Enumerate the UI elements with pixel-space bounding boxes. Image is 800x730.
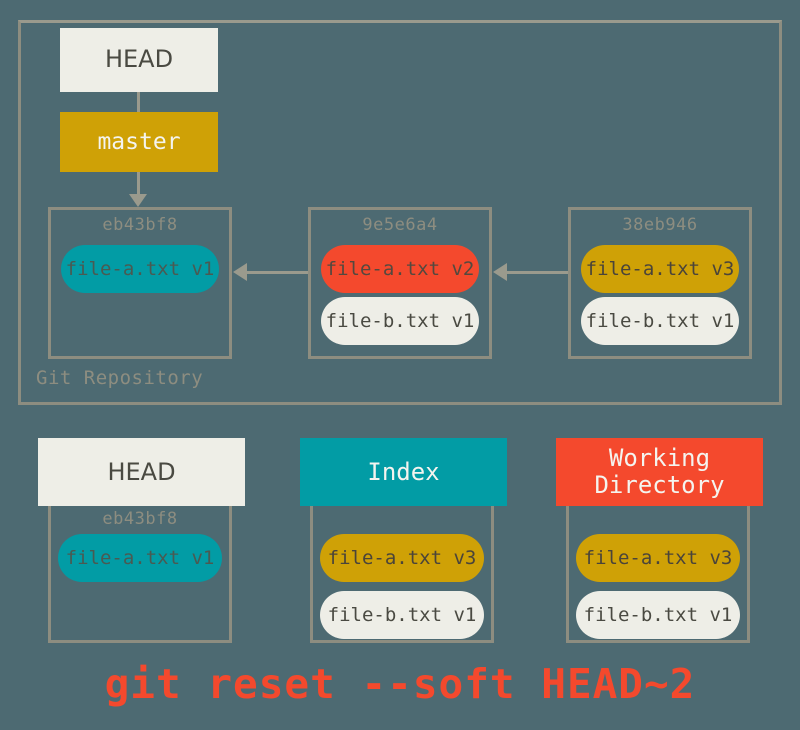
master-to-commit-arrowhead [129,194,147,207]
area-file-pill: file-a.txt v3 [576,534,740,582]
area-header-working-directory: Working Directory [556,438,763,506]
git-repository-label: Git Repository [30,369,210,388]
area-header-head: HEAD [38,438,245,506]
commit-file-pill: file-a.txt v1 [61,244,219,293]
master-reference-label: master [97,128,181,155]
area-header-label: Working Directory [594,445,724,499]
commit-link-arrowhead-2-to-1 [233,263,247,281]
commit-box-eb43bf8: eb43bf8 file-a.txt v1 [48,207,232,359]
commit-link-arrowhead-3-to-2 [493,263,507,281]
area-bracket-working-directory [566,506,750,643]
area-header-label: HEAD [107,457,176,486]
commit-box-38eb946: 38eb946 file-a.txt v3 file-b.txt v1 [568,207,752,359]
master-reference-box: master [60,112,218,172]
area-header-label-line2: Directory [594,471,725,499]
commit-sha-label: eb43bf8 [102,215,178,235]
area-file-pill: file-b.txt v1 [320,591,484,639]
area-file-pill: file-a.txt v3 [320,534,484,582]
commit-file-pill: file-a.txt v2 [321,244,479,293]
area-header-label-line1: Working [608,444,711,473]
area-bracket-index [310,506,494,643]
area-header-label: Index [367,457,440,486]
head-reference-label: HEAD [104,45,174,74]
head-reference-box: HEAD [60,28,218,92]
git-repository-frame [18,20,782,405]
area-sha-label: eb43bf8 [102,509,178,529]
area-header-index: Index [300,438,507,506]
area-file-pill: file-a.txt v1 [58,534,222,582]
master-to-commit-connector [137,172,140,196]
command-caption: git reset --soft HEAD~2 [104,660,696,708]
commit-file-pill: file-a.txt v3 [581,244,739,293]
area-bracket-head [48,506,232,643]
commit-sha-label: 38eb946 [622,215,698,235]
commit-link-line-3-to-2 [506,271,568,274]
area-file-pill: file-b.txt v1 [576,591,740,639]
commit-box-9e5e6a4: 9e5e6a4 file-a.txt v2 file-b.txt v1 [308,207,492,359]
commit-file-pill: file-b.txt v1 [321,296,479,345]
commit-link-line-2-to-1 [246,271,308,274]
commit-file-pill: file-b.txt v1 [581,296,739,345]
commit-sha-label: 9e5e6a4 [362,215,438,235]
head-to-master-connector [137,92,140,112]
